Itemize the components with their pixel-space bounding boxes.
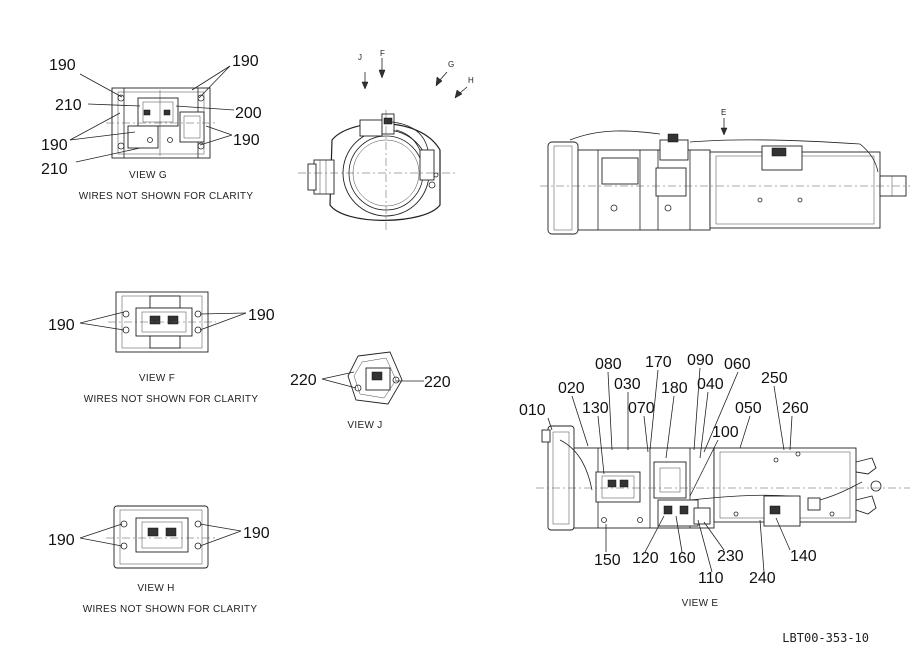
- view-e-callout-140: 140: [790, 548, 817, 565]
- view-j-leader-lines: [321, 371, 424, 389]
- view-j: 220 220 VIEW J: [290, 351, 451, 431]
- view-e-callout-110: 110: [698, 570, 724, 587]
- view-e-leader-lines: [547, 367, 793, 573]
- view-j-caption: VIEW J: [347, 420, 382, 431]
- view-g-callout-210-b: 210: [41, 161, 68, 178]
- view-arrow-label-g: G: [448, 60, 454, 69]
- view-h: 190 190 VIEW H WIRES NOT SHOWN FOR CLARI…: [48, 505, 270, 615]
- view-f: 190 190 VIEW F WIRES NOT SHOWN FOR CLARI…: [48, 291, 275, 405]
- view-h-callout-190-right: 190: [243, 525, 270, 542]
- view-h-callout-190-left: 190: [48, 532, 75, 549]
- view-f-callout-190-right: 190: [248, 307, 275, 324]
- view-e-callout-010: 010: [519, 402, 546, 419]
- view-h-drawing: [106, 505, 216, 569]
- view-j-callout-220-left: 220: [290, 372, 317, 389]
- view-e-callout-060: 060: [724, 356, 751, 373]
- view-arrows: J F G H E: [358, 49, 728, 136]
- view-e-callout-070: 070: [628, 400, 655, 417]
- view-j-drawing: [347, 351, 403, 405]
- view-e-callout-230: 230: [717, 548, 744, 565]
- view-g-callout-200: 200: [235, 105, 262, 122]
- view-arrow-label-h: H: [468, 76, 474, 85]
- view-e-callout-020: 020: [558, 380, 585, 397]
- view-f-caption: VIEW F: [139, 373, 175, 384]
- view-f-callout-190-left: 190: [48, 317, 75, 334]
- view-g: 190 210 190 210 190 200 190 VIEW G WIRES…: [41, 53, 262, 202]
- view-e-callout-160: 160: [669, 550, 696, 567]
- view-f-note: WIRES NOT SHOWN FOR CLARITY: [84, 394, 259, 405]
- view-arrow-label-j: J: [358, 53, 362, 62]
- view-e-callout-030: 030: [614, 376, 641, 393]
- view-e-callout-250: 250: [761, 370, 788, 387]
- view-f-drawing: [108, 291, 216, 353]
- view-h-leader-lines: [79, 523, 242, 547]
- view-g-note: WIRES NOT SHOWN FOR CLARITY: [79, 191, 254, 202]
- view-e-callout-080: 080: [595, 356, 622, 373]
- document-id: LBT00-353-10: [782, 631, 869, 645]
- view-g-callout-190-b: 190: [41, 137, 68, 154]
- view-h-caption: VIEW H: [137, 583, 174, 594]
- view-f-leader-lines: [79, 311, 247, 331]
- view-g-drawing: [106, 87, 216, 159]
- view-e-callout-240: 240: [749, 570, 776, 587]
- view-g-callout-190-a: 190: [49, 57, 76, 74]
- view-e-callout-130: 130: [582, 400, 609, 417]
- view-arrow-label-f: F: [380, 49, 385, 58]
- end-view-drawing: [298, 110, 456, 232]
- side-view-drawing: [540, 130, 910, 235]
- view-g-callout-210-a: 210: [55, 97, 82, 114]
- view-e-drawing: [536, 425, 910, 531]
- view-j-callout-220-right: 220: [424, 374, 451, 391]
- view-g-callout-190-d: 190: [233, 132, 260, 149]
- view-e-callout-260: 260: [782, 400, 809, 417]
- view-e-callout-180: 180: [661, 380, 688, 397]
- view-e-callout-170: 170: [645, 354, 672, 371]
- view-e-callout-150: 150: [594, 552, 621, 569]
- view-e: 080 170 090 060 020 030 180 040 250 010 …: [519, 352, 910, 609]
- view-h-note: WIRES NOT SHOWN FOR CLARITY: [83, 604, 258, 615]
- view-e-callout-120: 120: [632, 550, 659, 567]
- view-g-leader-lines: [69, 65, 235, 163]
- view-e-caption: VIEW E: [682, 598, 719, 609]
- view-e-callout-090: 090: [687, 352, 714, 369]
- view-e-callout-100: 100: [712, 424, 739, 441]
- view-g-callout-190-c: 190: [232, 53, 259, 70]
- view-e-callout-050: 050: [735, 400, 762, 417]
- view-g-caption: VIEW G: [129, 170, 167, 181]
- view-arrow-label-e: E: [721, 108, 726, 117]
- view-e-callout-040: 040: [697, 376, 724, 393]
